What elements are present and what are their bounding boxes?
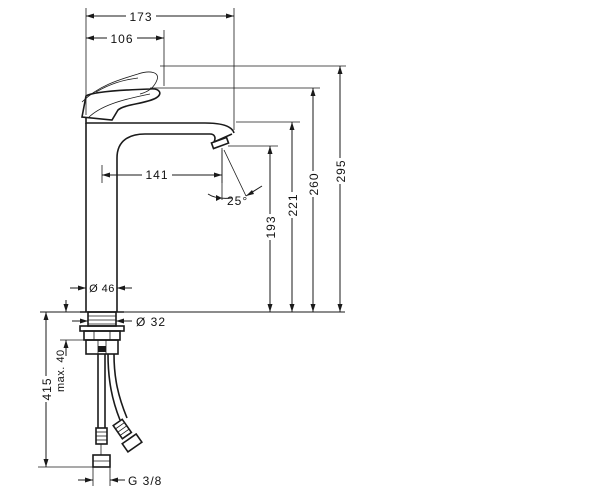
- dim-221: 221: [284, 122, 300, 312]
- mounting-assembly: [79, 311, 125, 355]
- dim-260-label: 260: [307, 172, 321, 195]
- dim-173-label: 173: [129, 10, 152, 24]
- dim-106: 106: [86, 30, 165, 86]
- dim-thread-g38: G 3/8: [78, 467, 162, 488]
- dim-angle-label: 25°: [227, 194, 248, 208]
- dim-141-label: 141: [145, 168, 168, 182]
- dim-415-label: 415: [40, 377, 54, 400]
- dim-193: 193: [262, 146, 278, 312]
- dim-angle-25: 25°: [207, 149, 263, 208]
- dim-295-label: 295: [334, 159, 348, 182]
- dim-106-label: 106: [110, 32, 133, 46]
- dim-diameter-46-label: Ø 46: [89, 283, 115, 295]
- dim-diameter-46: Ø 46: [70, 280, 132, 295]
- dim-diameter-32: Ø 32: [72, 315, 166, 329]
- dim-173: 173: [85, 8, 235, 130]
- dim-141: 141: [101, 148, 223, 183]
- dim-295: 295: [332, 66, 348, 312]
- dim-260: 260: [305, 88, 321, 312]
- supply-hoses: [92, 353, 143, 468]
- dim-193-label: 193: [264, 215, 278, 238]
- faucet-body: [80, 71, 235, 313]
- dim-max-40: max. 40: [55, 300, 84, 392]
- dim-221-label: 221: [286, 193, 300, 216]
- dim-max-40-label: max. 40: [55, 349, 67, 392]
- dim-415: 415: [38, 312, 94, 468]
- dim-diameter-32-label: Ø 32: [136, 315, 166, 329]
- dim-thread-label: G 3/8: [128, 474, 162, 488]
